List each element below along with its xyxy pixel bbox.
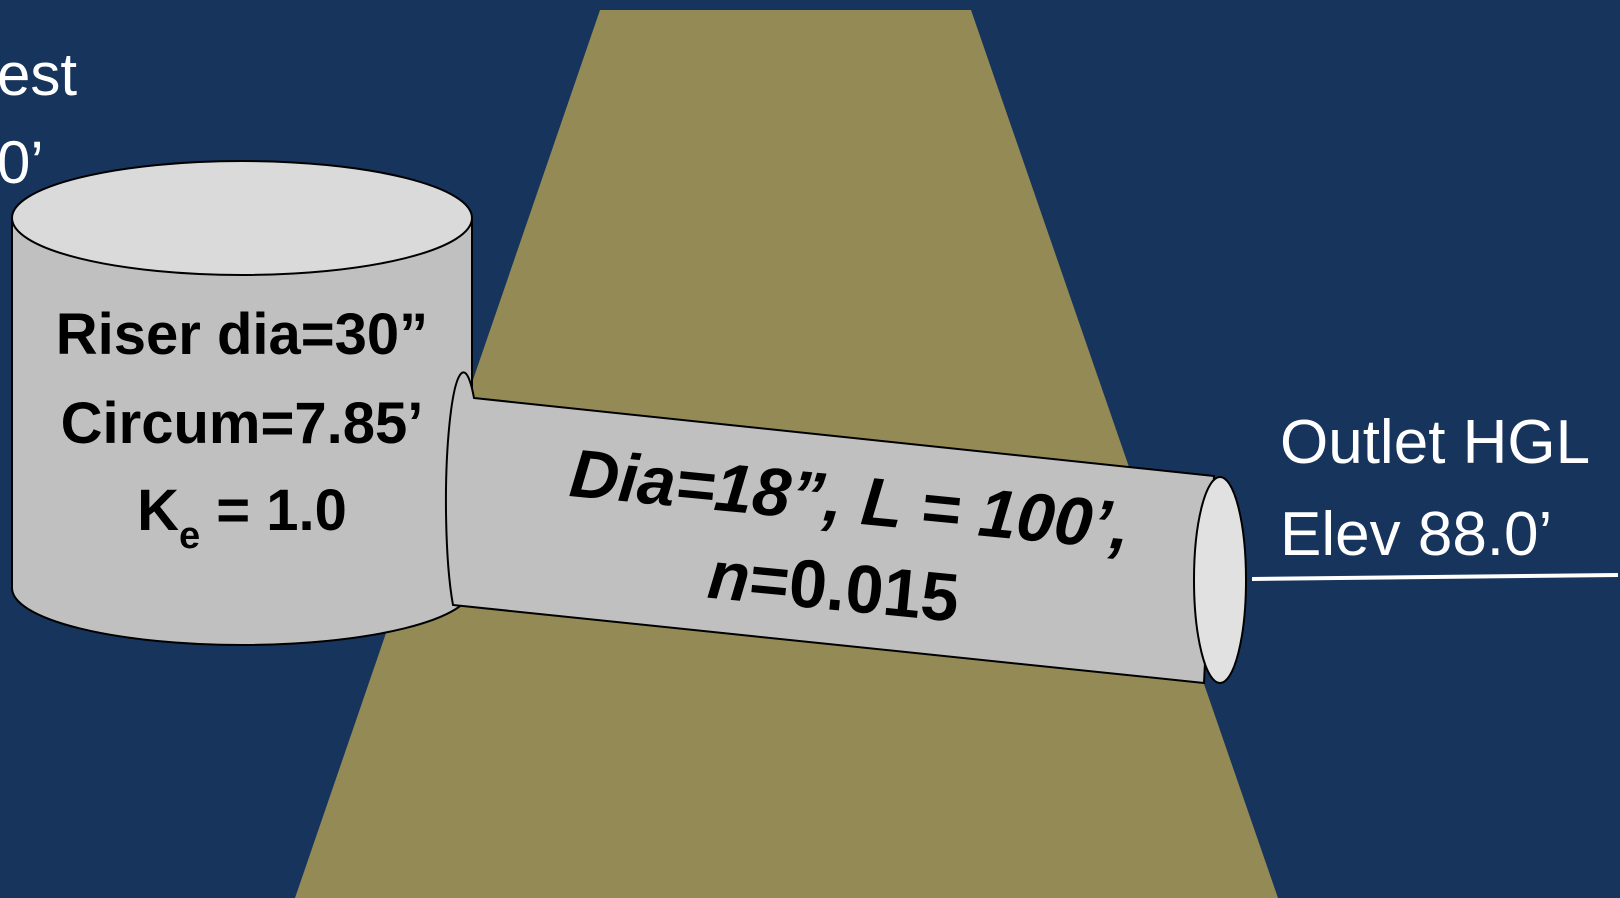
riser-top [11, 160, 473, 276]
left-label-line2: 0’ [0, 129, 44, 196]
outlet-hgl-line [1251, 573, 1619, 581]
riser-circumference-label: Circum=7.85’ [61, 391, 424, 456]
barrel-body [444, 371, 1216, 685]
ke-value: = 1.0 [200, 478, 347, 543]
outlet-elevation-label: Elev 88.0’ [1280, 500, 1552, 569]
left-label-line1: est [0, 41, 77, 108]
ke-symbol: K [137, 478, 179, 543]
riser-diameter-label: Riser dia=30” [56, 302, 428, 367]
riser-ke-label: Ke = 1.0 [137, 478, 347, 557]
riser: Riser dia=30” Circum=7.85’ Ke = 1.0 [11, 160, 473, 646]
riser-body [11, 217, 473, 646]
outlet-hgl-label: Outlet HGL [1280, 408, 1590, 477]
barrel: Dia=18”, L = 100’, n=0.015 [444, 371, 1247, 685]
roughness-symbol: n [705, 537, 754, 617]
ke-subscript: e [179, 515, 200, 557]
barrel-outlet-end [1193, 476, 1247, 684]
